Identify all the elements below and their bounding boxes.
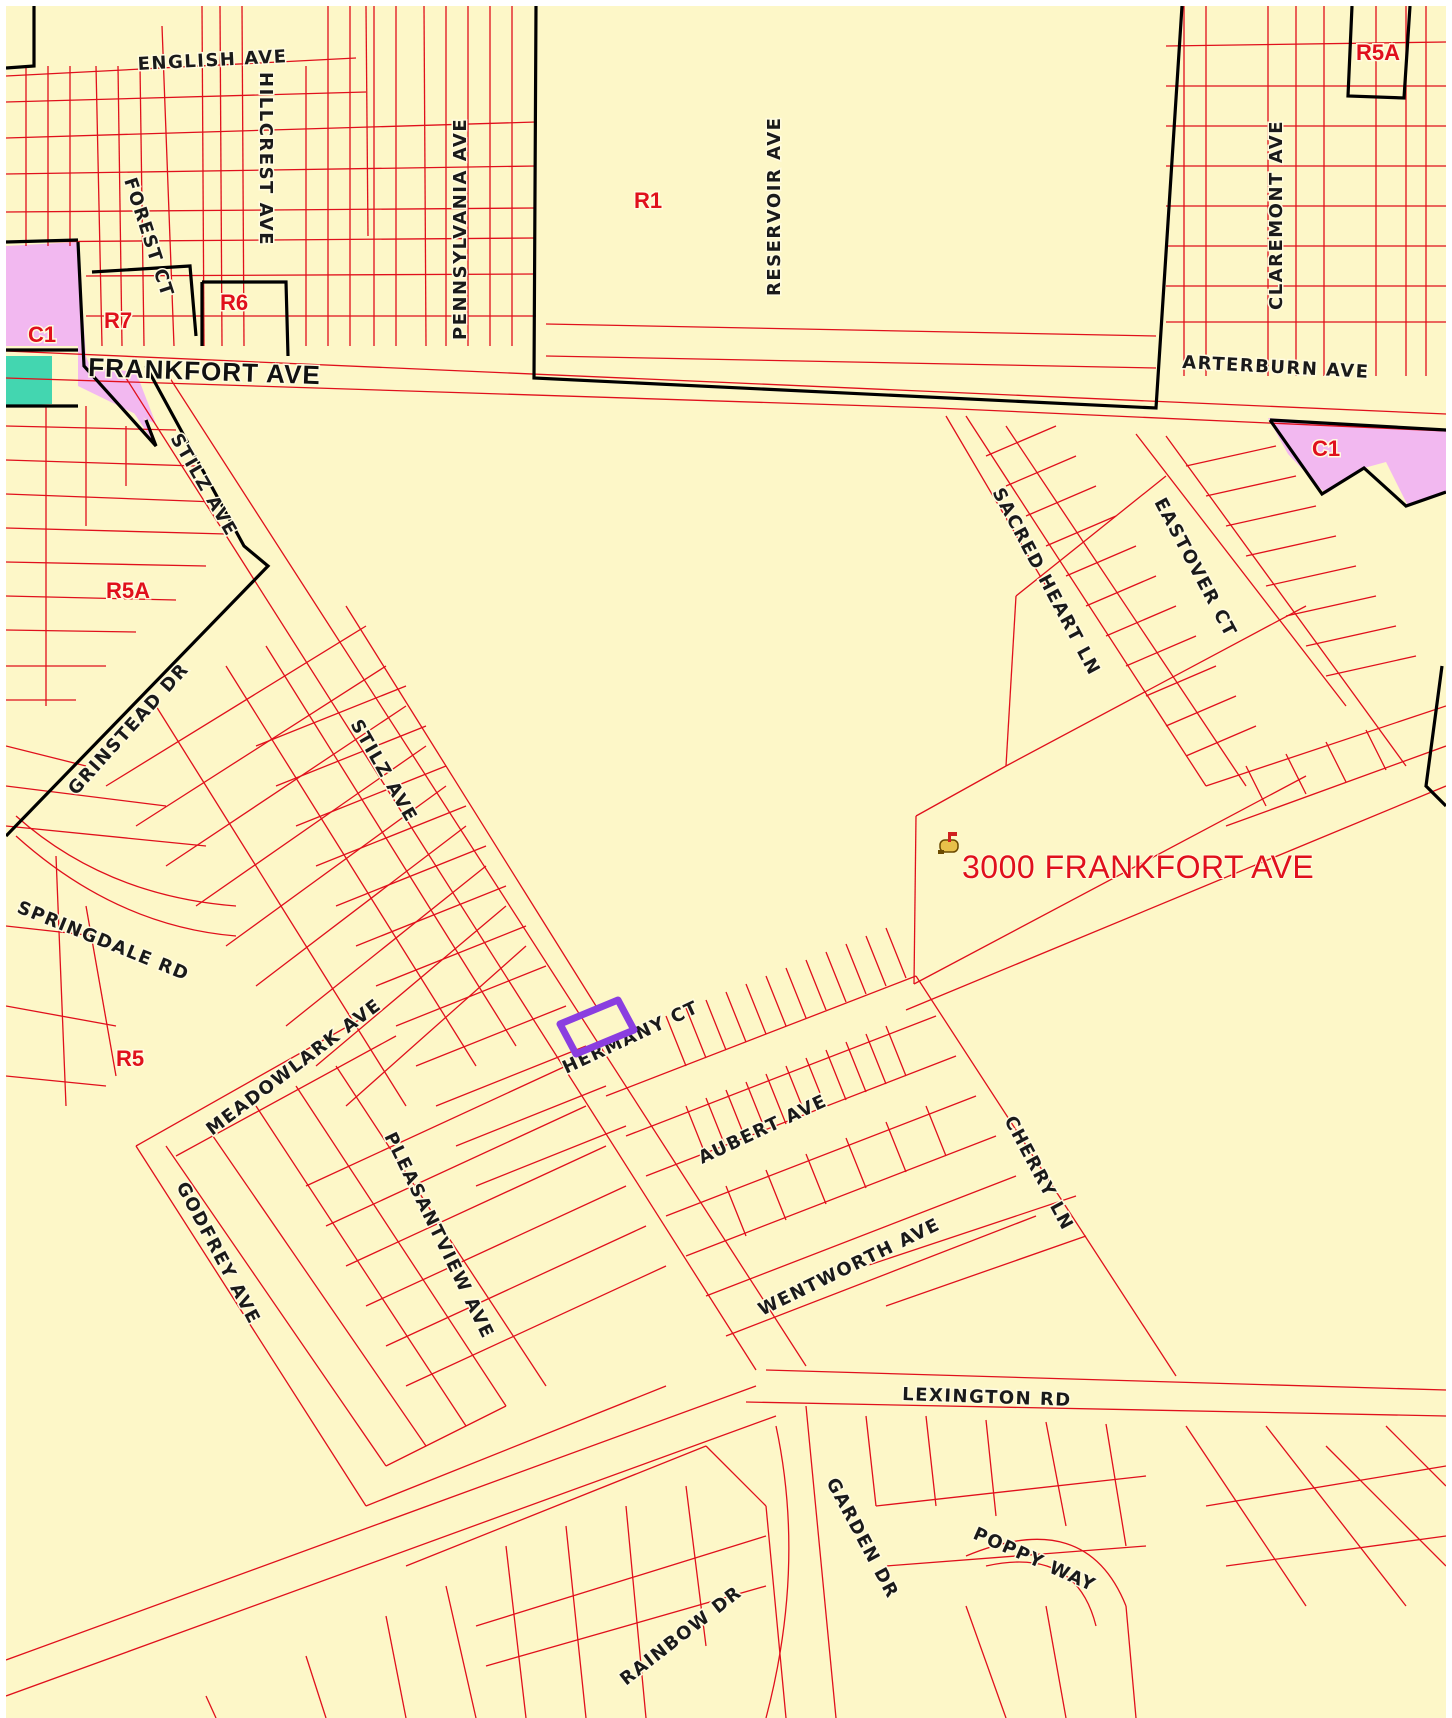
- parcel-lines: [6, 6, 1446, 1718]
- zone-label-r7: R7: [104, 308, 132, 333]
- zone-labels: R5A R1 R6 R7 C1 C1 R5A R5: [27, 39, 1402, 1073]
- selected-parcel[interactable]: [556, 996, 638, 1058]
- address-label: 3000 FRANKFORT AVE: [962, 849, 1314, 885]
- special-zone-left[interactable]: [6, 356, 52, 406]
- zone-label-c1-left: C1: [28, 322, 56, 347]
- street-label-reservoir: RESERVOIR AVE: [764, 117, 785, 296]
- street-label-claremont: CLAREMONT AVE: [1266, 120, 1287, 310]
- zone-label-r5a-top: R5A: [1356, 40, 1400, 65]
- c1-zone-right[interactable]: [1268, 418, 1446, 506]
- zone-label-r6: R6: [220, 290, 248, 315]
- zone-label-c1-right: C1: [1312, 436, 1340, 461]
- zone-boundaries: [6, 6, 1446, 838]
- zoning-map[interactable]: R5A R1 R6 R7 C1 C1 R5A R5 ENGLISH AVE HI…: [6, 6, 1446, 1718]
- zone-label-r5: R5: [116, 1046, 144, 1071]
- street-label-hillcrest: HILLCREST AVE: [255, 72, 276, 246]
- zone-label-r1: R1: [634, 188, 662, 213]
- street-label-pennsylvania: PENNSYLVANIA AVE: [450, 118, 471, 340]
- zone-label-r5a-left: R5A: [106, 578, 150, 603]
- mailbox-icon[interactable]: [938, 832, 959, 854]
